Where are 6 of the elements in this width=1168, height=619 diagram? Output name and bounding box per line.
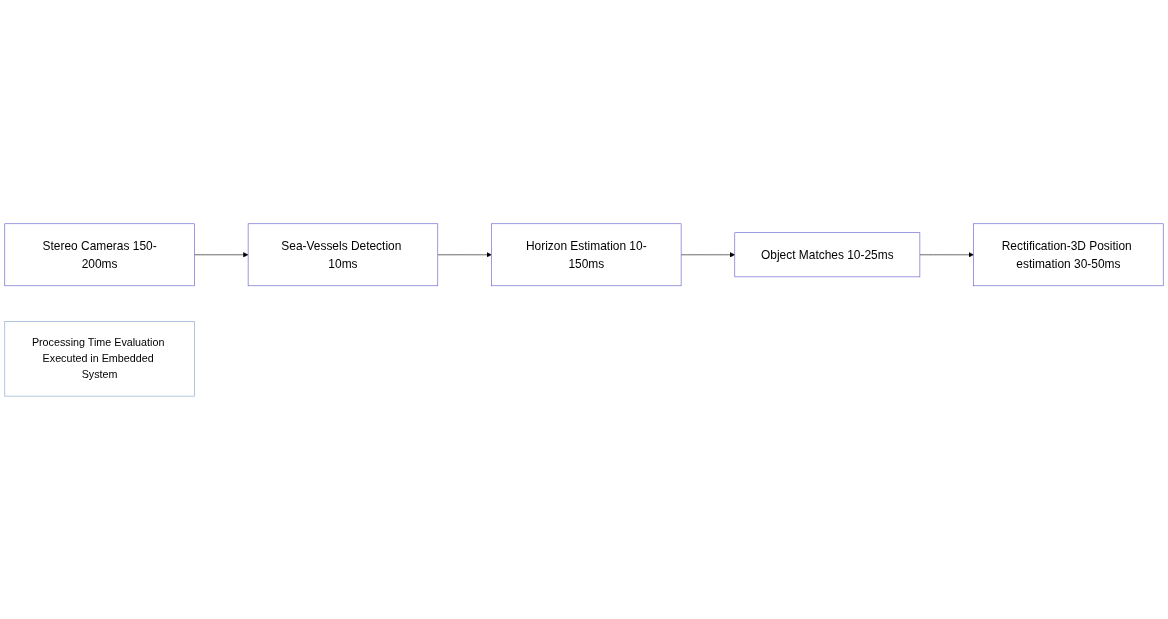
node-box: Sea-Vessels Detection 10ms	[247, 223, 439, 286]
node-box: Rectification-3D Position estimation 30-50ms	[973, 223, 1164, 286]
node-box: Object Matches 10-25ms	[734, 231, 921, 277]
node-box: Horizon Estimation 10-150ms	[491, 223, 682, 286]
node-box: Processing Time Evaluation Executed in Embedded System	[4, 320, 195, 396]
node-box: Stereo Cameras 150-200ms	[4, 223, 195, 286]
